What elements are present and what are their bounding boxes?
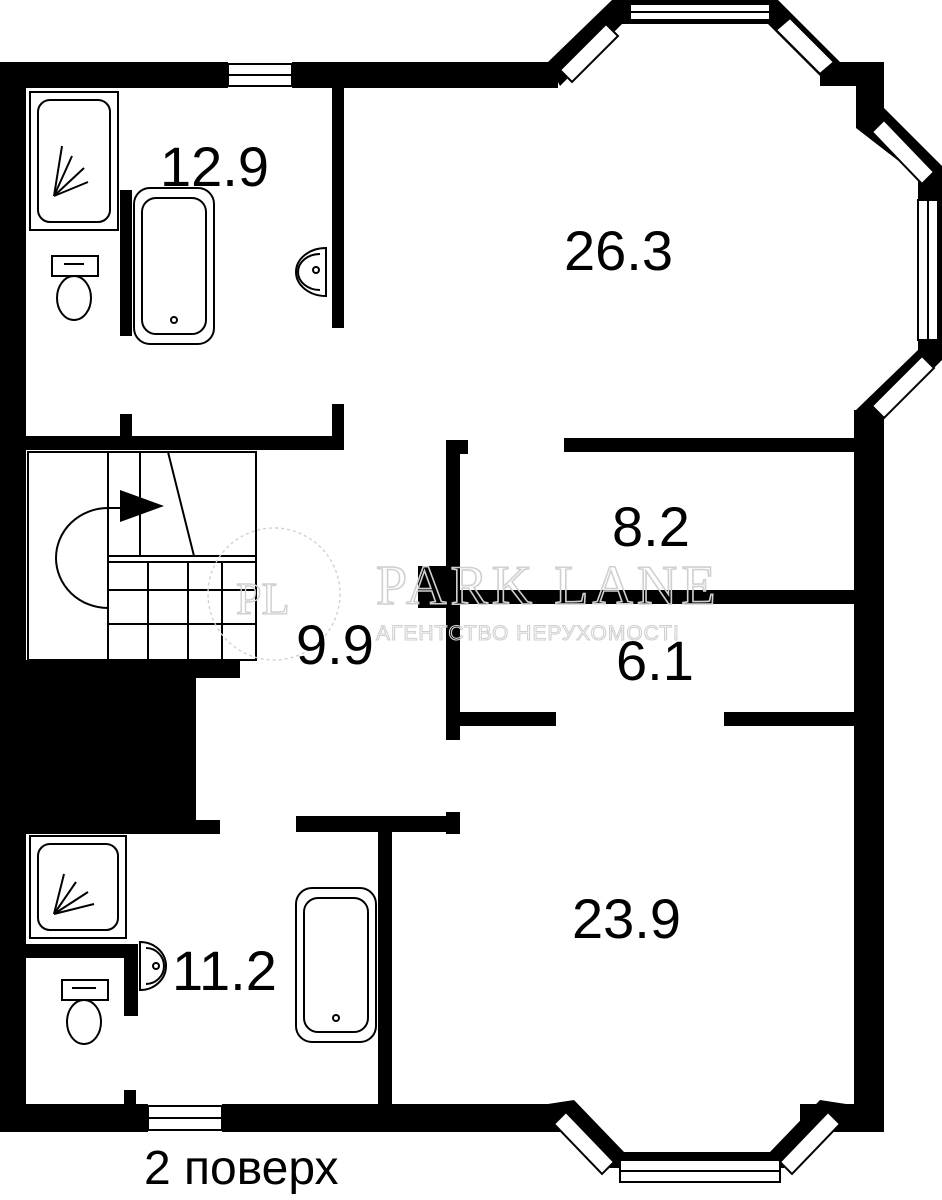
floor-label: 2 поверх (144, 1142, 339, 1195)
watermark-monogram: PL (236, 573, 290, 624)
area-label-room-6-1: 6.1 (616, 629, 694, 692)
watermark: PL PARK LANE АГЕНТСТВО НЕРУХОМОСТІ (207, 527, 720, 661)
bay-window-bottom (548, 1100, 846, 1183)
toilet-lower-icon (61, 979, 109, 1045)
area-label-bathroom-lower: 11.2 (172, 939, 277, 1002)
outer-walls (0, 62, 884, 1132)
area-labels: 12.9 26.3 8.2 6.1 9.9 11.2 23.9 (160, 135, 694, 1002)
watermark-tagline: АГЕНТСТВО НЕРУХОМОСТІ (376, 622, 680, 645)
windows-straight (147, 63, 293, 1131)
area-label-bedroom-bay-bottom: 23.9 (572, 887, 681, 950)
shower-lower-icon (29, 835, 127, 939)
bay-window-top (548, 0, 842, 86)
toilet-upper-icon (51, 255, 99, 321)
area-label-bedroom-bay-top: 26.3 (564, 219, 673, 282)
area-label-bathroom-upper: 12.9 (160, 135, 269, 198)
stair-arrow-icon (120, 490, 164, 522)
area-label-room-8-2: 8.2 (612, 495, 690, 558)
area-label-hall: 9.9 (296, 613, 374, 676)
watermark-brand: PARK LANE (376, 555, 720, 617)
interior-walls (26, 88, 854, 1106)
bathtub-upper-icon (133, 187, 215, 345)
sink-upper-icon (295, 246, 327, 298)
bay-window-right (856, 104, 942, 422)
shower-upper-icon (29, 91, 119, 231)
bathtub-lower-icon (295, 887, 377, 1043)
staircase (27, 451, 257, 661)
watermark-emblem (207, 527, 341, 661)
sink-lower-icon (139, 940, 167, 992)
